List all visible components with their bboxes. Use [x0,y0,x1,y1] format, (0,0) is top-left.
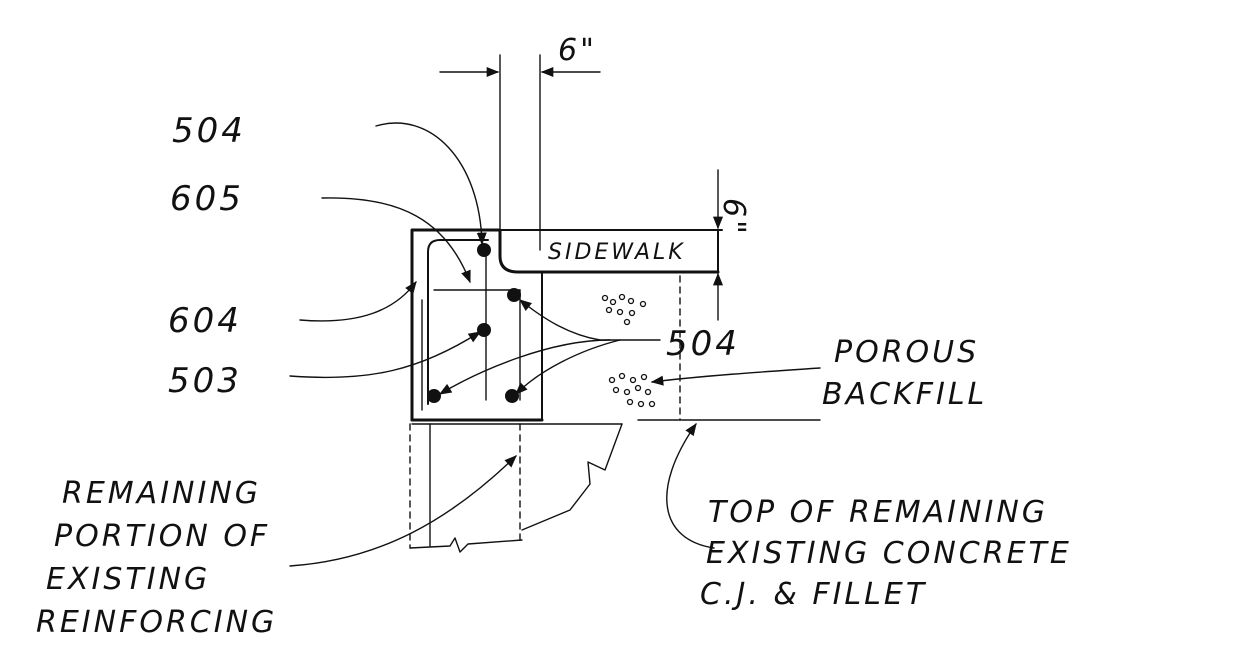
remaining-reinforcing-line-4: REINFORCING [36,605,277,640]
label-604: 604 [168,301,242,341]
leaders-504-right [438,299,661,395]
label-504-right: 504 [666,324,740,364]
leader-504-top [375,122,487,246]
bar-dot [505,389,519,403]
remaining-reinforcing-line-2: PORTION OF [54,519,270,554]
leader-porous-backfill [650,367,821,386]
top-of-concrete-line-2: EXISTING CONCRETE [706,536,1072,571]
bar-dot [477,323,491,337]
top-of-concrete-line-3: C.J. & FILLET [700,577,927,612]
porous-backfill-line-1: POROUS [834,335,979,370]
leader-604 [299,280,417,322]
porous-backfill-line-2: BACKFILL [822,377,987,412]
reinforcing-bars [421,239,521,411]
bar-dot [507,288,521,302]
label-503: 503 [168,361,242,401]
porous-backfill-stones [601,293,656,408]
bar-dot [477,243,491,257]
wall-stem [499,54,541,251]
leader-top-of-concrete [666,422,715,549]
sidewalk-label: SIDEWALK [548,240,686,265]
height-dimension-label: 6" [716,198,751,237]
bar-dot [427,389,441,403]
label-605: 605 [170,179,244,219]
existing-wall [409,419,821,553]
remaining-reinforcing-line-1: REMAINING [62,476,261,511]
width-dimension-label: 6" [558,33,597,68]
remaining-reinforcing-line-3: EXISTING [46,562,210,597]
leader-503 [289,331,482,379]
top-of-concrete-line-1: TOP OF REMAINING [708,495,1048,530]
leader-remaining-reinforcing [289,455,517,567]
curb-outline [410,228,723,422]
label-504-top: 504 [172,111,246,151]
leader-605 [321,197,471,284]
